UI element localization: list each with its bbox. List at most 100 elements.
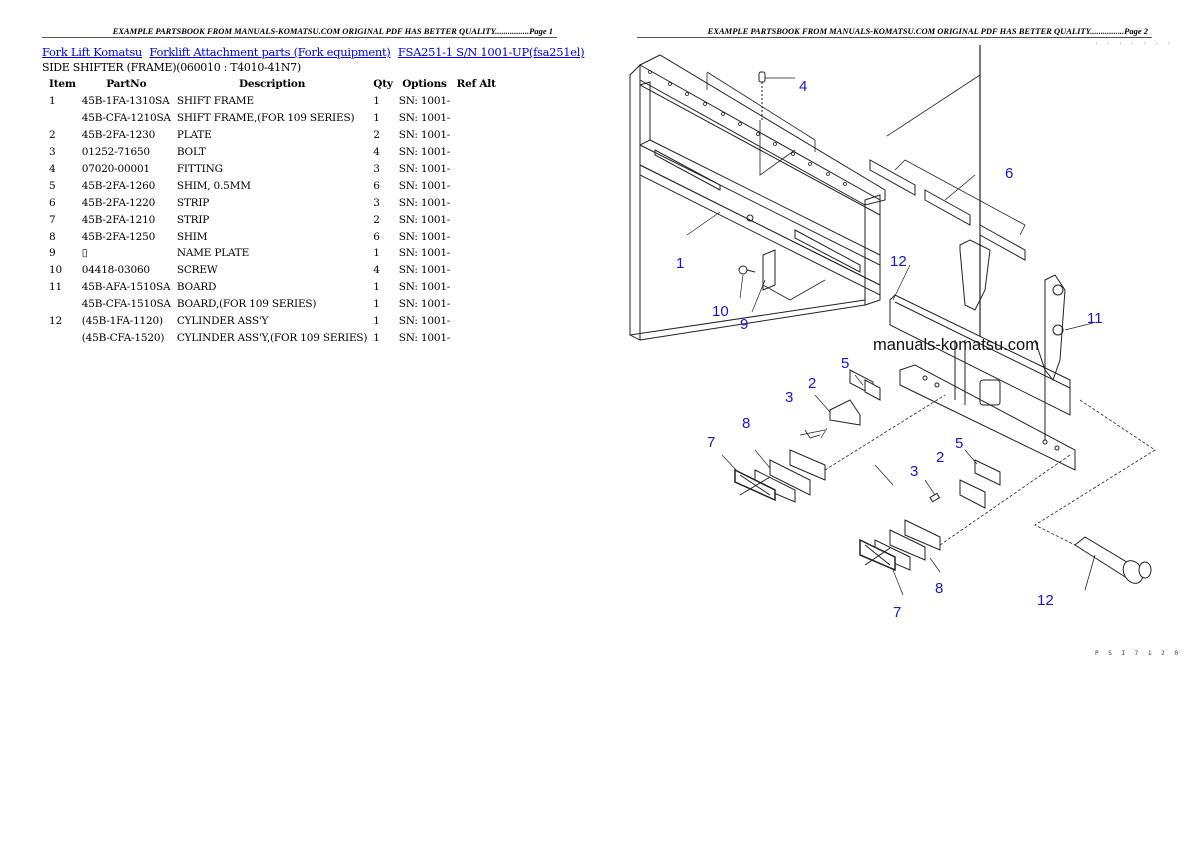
cell-item: 8 — [49, 230, 56, 243]
callout-3a: 3 — [785, 389, 793, 406]
cell-options: SN: 1001- — [398, 95, 451, 108]
table-row: (45B-CFA-1520) CYLINDER ASS'Y,(FOR 109 SE… — [46, 329, 499, 346]
cell-item: 9 — [49, 247, 56, 260]
cell-item: 2 — [49, 129, 56, 142]
cell-item: 4 — [49, 163, 56, 175]
cell-qty: 2 — [373, 213, 380, 226]
cell-qty: 4 — [373, 146, 380, 159]
col-ref-alt: Ref Alt — [456, 78, 496, 90]
cell-qty: 4 — [373, 264, 380, 277]
cell-description: NAME PLATE — [176, 247, 250, 260]
cell-description: SHIFT FRAME,(FOR 109 SERIES) — [176, 112, 355, 125]
col-item: Item — [49, 78, 76, 90]
cell-ref-alt — [453, 110, 499, 127]
cell-description: CYLINDER ASS'Y,(FOR 109 SERIES) — [176, 331, 368, 344]
cell-description: SHIFT FRAME — [176, 95, 254, 108]
callout-1: 1 — [676, 255, 684, 272]
cell-partno: 45B-2FA-1210 — [81, 213, 156, 226]
cell-qty: 3 — [373, 196, 380, 209]
cell-qty: 1 — [373, 315, 380, 328]
callout-8b: 8 — [935, 580, 943, 597]
cell-ref-alt — [453, 228, 499, 245]
cell-partno: 01252-71650 — [81, 146, 150, 159]
cell-qty: 1 — [373, 247, 380, 260]
figure-code-top: - - - - - - - — [1095, 41, 1174, 47]
cell-description: STRIP — [176, 196, 210, 209]
cell-options: SN: 1001- — [398, 196, 451, 209]
cell-ref-alt — [453, 127, 499, 144]
cell-qty: 1 — [373, 331, 380, 344]
cell-partno: 45B-CFA-1510SA — [81, 298, 171, 311]
cell-item: 5 — [49, 179, 56, 192]
breadcrumb-link-attachment-parts[interactable]: Forklift Attachment parts (Fork equipmen… — [149, 45, 391, 59]
callout-11: 11 — [1087, 310, 1103, 327]
cell-ref-alt — [453, 329, 499, 346]
callout-7a: 7 — [707, 434, 715, 451]
cell-description: SHIM — [176, 230, 208, 243]
cell-partno: (45B-1FA-1120) — [81, 315, 163, 328]
cell-partno: 45B-1FA-1310SA — [81, 95, 170, 108]
cell-partno: 45B-2FA-1220 — [81, 196, 156, 209]
shift-frame-drawing — [629, 45, 981, 341]
page-header: EXAMPLE PARTSBOOK FROM MANUALS-KOMATSU.C… — [707, 26, 1148, 36]
breadcrumb-link-fork-lift-komatsu[interactable]: Fork Lift Komatsu — [42, 45, 143, 59]
cell-options: SN: 1001- — [398, 146, 451, 159]
cell-partno: 45B-CFA-1210SA — [81, 112, 171, 125]
section-title: SIDE SHIFTER (FRAME)(060010 : T4010-41N7… — [42, 61, 301, 74]
cell-ref-alt — [453, 161, 499, 178]
cell-qty: 3 — [373, 163, 380, 175]
cell-options: SN: 1001- — [398, 331, 451, 344]
cell-description: SCREW — [176, 264, 218, 277]
cell-ref-alt — [453, 279, 499, 296]
cell-ref-alt — [453, 245, 499, 262]
plates-group-left — [734, 369, 946, 503]
cell-options: SN: 1001- — [398, 163, 451, 175]
callout-3b: 3 — [910, 463, 918, 480]
table-row: 45B-CFA-1210SA SHIFT FRAME,(FOR 109 SERIE… — [46, 110, 499, 127]
cell-description: STRIP — [176, 213, 210, 226]
cell-options: SN: 1001- — [398, 247, 451, 260]
page-1: EXAMPLE PARTSBOOK FROM MANUALS-KOMATSU.C… — [42, 26, 588, 346]
cell-options: SN: 1001- — [398, 315, 451, 328]
page-2: EXAMPLE PARTSBOOK FROM MANUALS-KOMATSU.C… — [595, 0, 1190, 842]
cell-description: BOARD,(FOR 109 SERIES) — [176, 298, 317, 311]
cell-options: SN: 1001- — [398, 264, 451, 277]
cell-partno: 45B-AFA-1510SA — [81, 281, 171, 294]
parts-table: Item PartNo Description Qty Options Ref … — [46, 76, 499, 346]
cell-ref-alt — [453, 296, 499, 313]
cell-qty: 6 — [373, 179, 380, 192]
cell-item: 11 — [49, 281, 62, 294]
cell-item: 1 — [49, 95, 56, 108]
col-partno: PartNo — [106, 78, 147, 90]
cell-qty: 6 — [373, 230, 380, 243]
cell-qty: 2 — [373, 129, 380, 142]
cell-item: 12 — [49, 315, 62, 328]
breadcrumb-link-model[interactable]: FSA251-1 S/N 1001-UP(fsa251el) — [397, 45, 585, 59]
cell-item — [46, 110, 79, 127]
callout-2a: 2 — [808, 375, 816, 392]
cell-options: SN: 1001- — [398, 298, 451, 311]
cell-ref-alt — [453, 194, 499, 211]
table-row: 45B-CFA-1510SA BOARD,(FOR 109 SERIES) 1 SN:… — [46, 296, 499, 313]
col-qty: Qty — [373, 78, 393, 90]
callout-5b: 5 — [955, 435, 963, 452]
callout-12b: 12 — [1037, 592, 1054, 609]
cell-partno: 45B-2FA-1230 — [81, 129, 156, 142]
cell-qty: 1 — [373, 298, 380, 311]
breadcrumb: Fork Lift Komatsu Forklift Attachment pa… — [42, 45, 588, 59]
watermark: manuals-komatsu.com — [873, 336, 1039, 354]
callout-6: 6 — [1005, 165, 1013, 182]
header-rule — [42, 37, 557, 38]
figure-code: P S I 7 1 2 0 — [1095, 650, 1181, 657]
cell-qty: 1 — [373, 95, 380, 108]
cell-partno: (45B-CFA-1520) — [81, 331, 165, 344]
cell-qty: 1 — [373, 112, 380, 125]
